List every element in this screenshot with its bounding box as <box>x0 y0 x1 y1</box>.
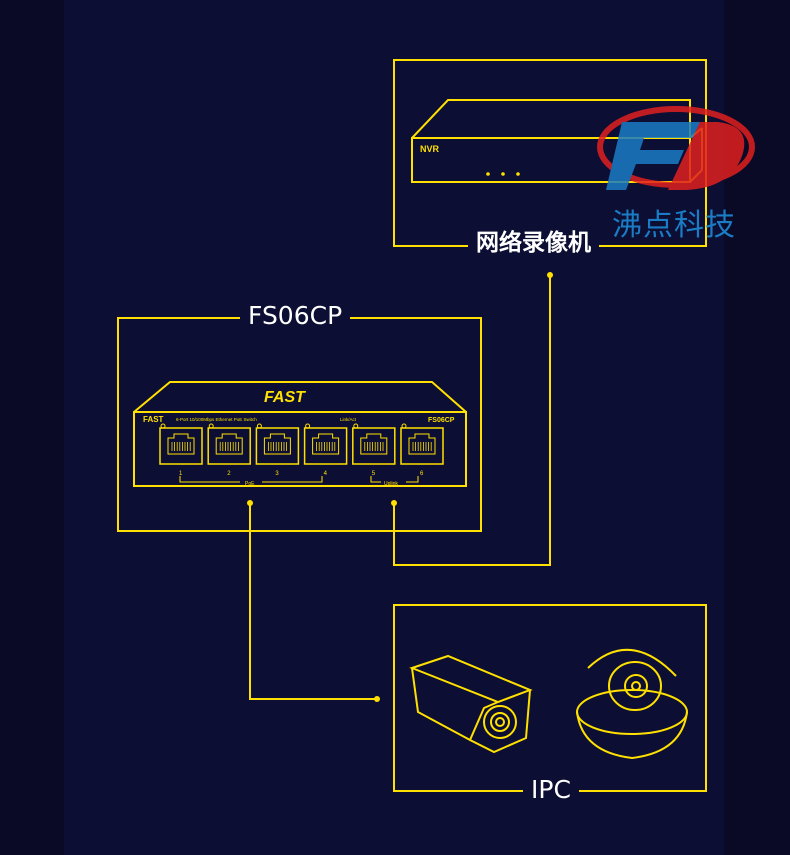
ethernet-port <box>352 427 396 465</box>
port-number: 4 <box>324 471 328 477</box>
switch-device <box>133 381 467 487</box>
port-number: 5 <box>372 471 376 477</box>
nvr-face-text: NVR <box>420 144 440 154</box>
connector-dot <box>374 696 380 702</box>
switch-model-text: FS06CP <box>428 417 455 424</box>
ipc-caption: IPC <box>523 777 579 802</box>
port-socket <box>167 433 195 455</box>
ethernet-port <box>207 427 251 465</box>
port-number: 2 <box>227 471 231 477</box>
switch-status-label: Link/Act <box>340 417 357 422</box>
switch-top-logo: FAST <box>264 389 306 406</box>
watermark-logo-icon <box>597 106 755 190</box>
switch-port-group: 1 2 3 4 5 6 <box>159 423 444 477</box>
connector-dot <box>247 500 253 506</box>
switch-description: 6-Port 10/100Mbps Ethernet PoE Switch <box>176 417 257 422</box>
switch-caption: FS06CP <box>240 303 351 328</box>
nvr-led-dots <box>486 172 520 176</box>
port-number: 3 <box>275 471 279 477</box>
poe-group-label: PoE <box>245 481 255 487</box>
connector-dot <box>547 272 553 278</box>
port-socket <box>360 433 388 455</box>
port-group-brackets <box>179 476 419 483</box>
bullet-camera-icon <box>409 654 533 754</box>
connector-switch-nvr <box>393 275 551 566</box>
watermark-text: 沸点科技 <box>612 208 736 243</box>
switch-front-logo: FAST <box>143 415 164 424</box>
dome-camera-icon <box>576 648 688 760</box>
port-socket <box>215 433 243 455</box>
ethernet-port <box>400 427 444 465</box>
port-number: 1 <box>179 471 183 477</box>
uplink-group-label: Uplink <box>384 481 398 487</box>
port-socket <box>263 433 291 455</box>
ipc-frame <box>393 604 707 792</box>
port-socket <box>408 433 436 455</box>
connector-switch-ipc <box>249 503 377 700</box>
port-socket <box>312 433 340 455</box>
nvr-caption: 网络录像机 <box>468 232 599 255</box>
ethernet-port <box>159 427 203 465</box>
port-number: 6 <box>420 471 424 477</box>
ethernet-port <box>303 427 348 465</box>
connector-dot <box>391 500 397 506</box>
ethernet-port <box>255 427 300 465</box>
switch-frame <box>117 317 482 532</box>
